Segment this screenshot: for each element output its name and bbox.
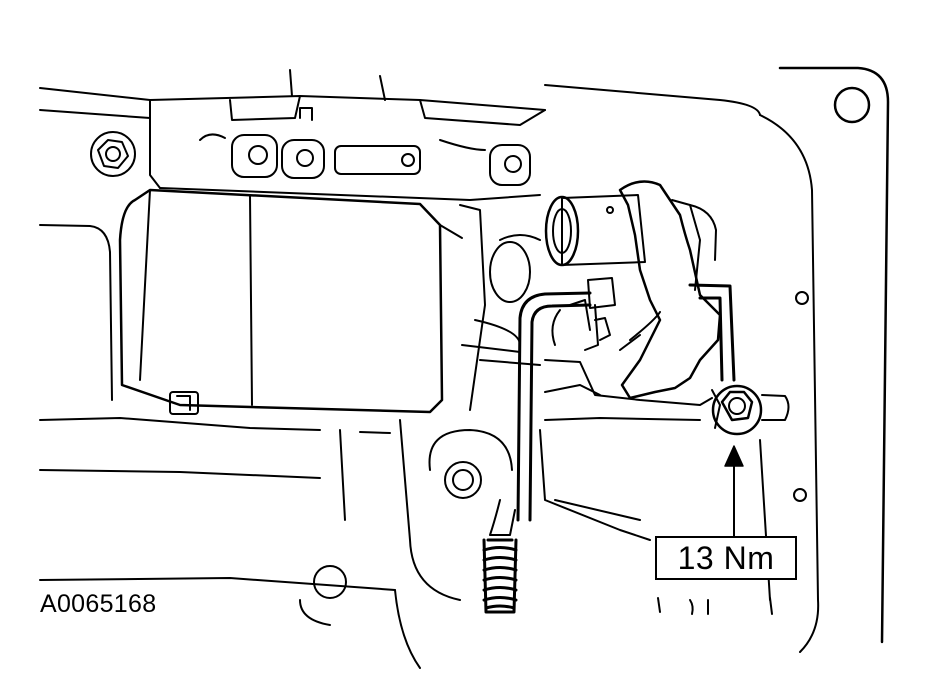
retaining-bolt <box>711 384 790 436</box>
manual-lever-assembly <box>479 180 722 421</box>
hex-bolt-left <box>97 139 129 169</box>
shaft-end <box>544 195 580 267</box>
valve-body-block <box>118 188 444 415</box>
figure-id: A0065168 <box>40 590 157 618</box>
flange-bolt-hole-low <box>793 488 807 502</box>
housing-left-edges <box>39 224 421 669</box>
gasket-flange <box>544 66 890 653</box>
flange-bolt-hole-top <box>833 86 871 124</box>
lower-bracket <box>489 429 771 601</box>
torque-arrow <box>724 445 744 537</box>
flange-bolt-hole-mid <box>795 291 809 305</box>
coil-spring <box>482 538 518 614</box>
center-bolt <box>452 469 474 491</box>
bottom-edge-marks <box>657 597 773 615</box>
torque-spec-label: 13 Nm <box>655 536 797 580</box>
center-bores <box>299 204 541 626</box>
transmission-housing <box>39 69 546 201</box>
lower-left-plug <box>313 565 347 599</box>
parking-rod-wire <box>516 283 736 522</box>
